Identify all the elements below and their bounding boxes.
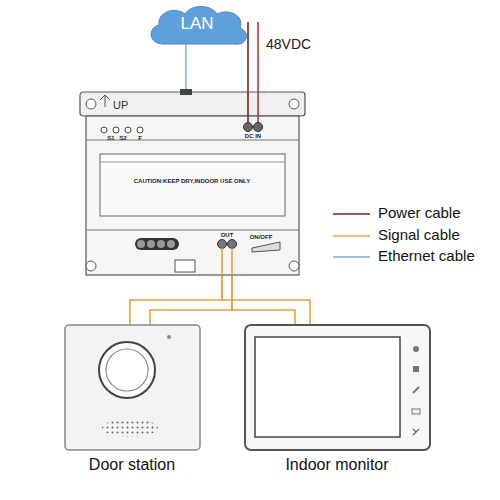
node-label: LAN	[180, 15, 213, 34]
terminal-label: S2	[119, 135, 126, 142]
terminal-label: S1	[107, 135, 114, 142]
legend-text: Signal cable	[378, 227, 460, 244]
terminal-label: DC IN	[245, 133, 261, 140]
distributor-device: UP CAUTION:KEEP DRY,INDOOR USE ONLY	[80, 92, 305, 275]
node-label: Indoor monitor	[285, 456, 388, 474]
power-wire	[247, 22, 249, 93]
node-label: UP	[113, 99, 128, 111]
door-station-outline	[65, 325, 200, 450]
lan-cloud: LAN	[145, 2, 250, 48]
ethernet-cable	[185, 42, 187, 92]
legend-text: Ethernet cable	[378, 248, 475, 265]
door-station: Door station	[65, 325, 200, 450]
signal-cable	[222, 275, 310, 325]
voltage-label: 48VDC	[266, 37, 311, 52]
legend-ethernet-line	[333, 256, 370, 258]
indoor-monitor: Indoor monitor	[245, 325, 430, 450]
legend-power-line	[333, 213, 370, 215]
terminal-label: F	[138, 135, 142, 142]
node-note: CAUTION:KEEP DRY,INDOOR USE ONLY	[134, 178, 250, 185]
legend-signal-line	[333, 235, 370, 237]
signal-cable	[130, 275, 232, 325]
legend-text: Power cable	[378, 205, 461, 222]
terminal-label: OUT	[221, 232, 234, 239]
power-wire	[257, 22, 259, 93]
indoor-monitor-outline	[245, 325, 430, 450]
node-label: Door station	[89, 456, 175, 474]
terminal-label: ON/OFF	[250, 234, 273, 241]
